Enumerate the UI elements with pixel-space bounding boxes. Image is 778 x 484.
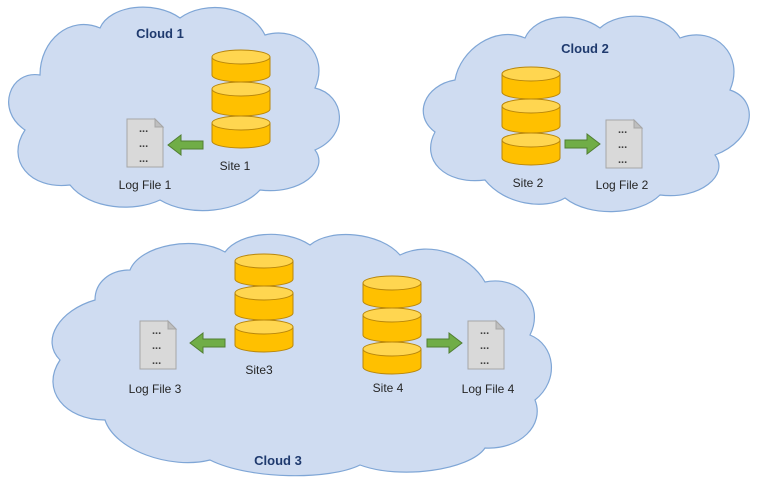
cloud-2: Cloud 2 Site 2 Log File 2 — [422, 15, 750, 213]
cloud-2-title: Cloud 2 — [561, 41, 609, 56]
site-3-label: Site3 — [245, 363, 273, 377]
cloud-2-shape — [422, 15, 750, 213]
log-file-3-label: Log File 3 — [129, 382, 182, 396]
log-file-2-icon — [605, 119, 643, 169]
log-file-1-label: Log File 1 — [119, 178, 172, 192]
log-file-4-icon — [467, 320, 505, 370]
site-4-database-icon — [362, 275, 422, 375]
site-4-label: Site 4 — [373, 381, 404, 395]
cloud-3-title: Cloud 3 — [254, 453, 302, 468]
site-1-database-icon — [211, 49, 271, 149]
cloud-1: Cloud 1 Site 1 Log File 1 — [8, 6, 340, 212]
log-file-3-icon — [139, 320, 177, 370]
cloud-3-shape — [51, 233, 552, 477]
site-2-database-icon — [501, 66, 561, 166]
site-1-label: Site 1 — [220, 159, 251, 173]
log-file-1-icon — [126, 118, 164, 168]
site-2-label: Site 2 — [513, 176, 544, 190]
cloud-3: Cloud 3 Site3 Log File 3 Site 4 Log File… — [51, 233, 552, 477]
log-file-4-label: Log File 4 — [462, 382, 515, 396]
log-file-2-label: Log File 2 — [596, 178, 649, 192]
cloud-1-title: Cloud 1 — [136, 26, 184, 41]
site-3-database-icon — [234, 253, 294, 353]
